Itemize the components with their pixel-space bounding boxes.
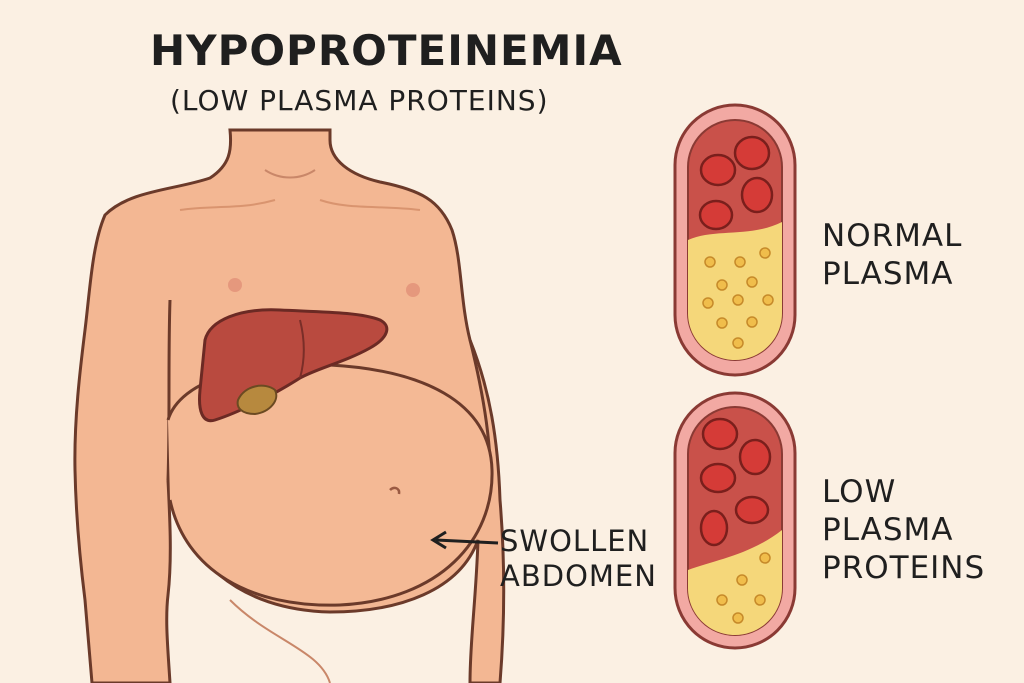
swollen-abdomen-label: SWOLLEN ABDOMEN [500, 524, 657, 595]
low-plasma-label: LOW PLASMA PROTEINS [822, 474, 985, 587]
diagram-title: HYPOPROTEINEMIA [150, 26, 623, 75]
normal-label-line-2: PLASMA [822, 255, 954, 292]
liver [198, 308, 389, 423]
low-label-line-3: PROTEINS [822, 549, 986, 586]
normal-plasma-label: NORMAL PLASMA [822, 218, 962, 294]
low-plasma-vessel [673, 391, 797, 650]
low-label-line-1: LOW [822, 474, 897, 510]
normal-label-line-1: NORMAL [822, 218, 963, 254]
normal-plasma-vessel [673, 103, 797, 377]
gallbladder [236, 384, 278, 416]
human-torso [73, 128, 506, 683]
plasma-proteins-low [716, 552, 771, 624]
abdomen-label-line-2: ABDOMEN [500, 559, 657, 594]
red-blood-cells [698, 135, 774, 231]
red-blood-cells-low [699, 417, 772, 547]
abdomen-label-line-1: SWOLLEN [500, 524, 650, 558]
plasma-proteins [702, 247, 774, 349]
diagram-subtitle: (LOW PLASMA PROTEINS) [170, 84, 549, 117]
low-label-line-2: PLASMA [822, 511, 954, 548]
abdomen-arrow [430, 530, 499, 550]
